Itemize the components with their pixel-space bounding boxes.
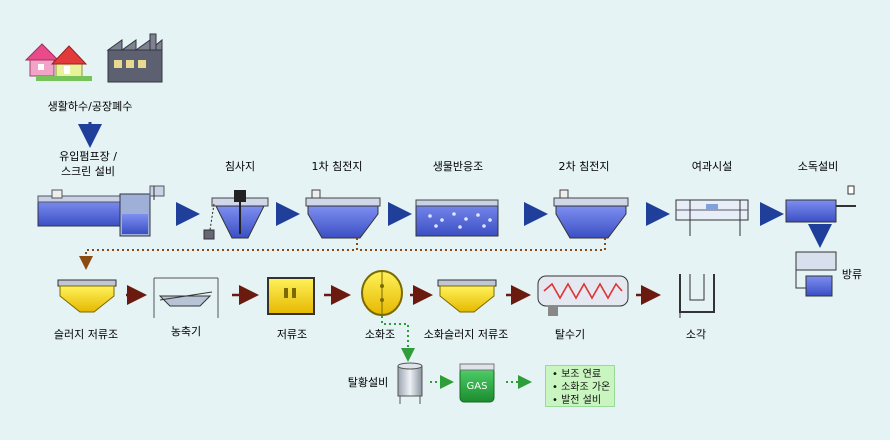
gas-line-digester-desulfur — [381, 316, 415, 362]
houses-icon — [24, 43, 92, 81]
label-storage: 저류조 — [277, 328, 307, 341]
gas-use-item: • 소화조 가온 — [552, 382, 611, 393]
desulfurization-tank-icon — [397, 362, 423, 404]
sludge-storage-icon — [57, 279, 117, 313]
filtration-icon — [675, 199, 749, 236]
factory-icon — [106, 33, 163, 83]
label-filter: 여과시설 — [692, 160, 732, 173]
label-primary: 1차 침전지 — [312, 160, 363, 173]
label-dewater: 탈수기 — [555, 328, 585, 341]
gas-use-item: • 발전 설비 — [552, 395, 602, 406]
incinerator-icon — [679, 274, 715, 318]
dewatering-icon — [537, 275, 629, 316]
gas-tank-icon — [459, 363, 495, 403]
label-secondary: 2차 침전지 — [559, 160, 610, 173]
label-digester: 소화조 — [365, 328, 395, 341]
bioreactor-icon — [415, 199, 499, 237]
disinfection-icon — [785, 185, 856, 223]
label-inflow-pump-2: 스크린 설비 — [61, 165, 115, 178]
grit-chamber-icon — [203, 190, 269, 240]
label-desulfur: 탈황설비 — [348, 376, 388, 389]
thickener-icon — [153, 277, 219, 318]
label-grit: 침사지 — [225, 160, 255, 173]
gas-use-item: • 보조 연료 — [552, 369, 602, 380]
gas-label: GAS — [467, 381, 488, 392]
label-thickener: 농축기 — [171, 325, 201, 338]
label-disinfect: 소독설비 — [798, 160, 838, 173]
label-discharge: 방류 — [842, 268, 862, 281]
discharge-icon — [795, 251, 837, 297]
label-digested-storage: 소화슬러지 저류조 — [424, 328, 508, 341]
label-bio: 생물반응조 — [433, 160, 484, 173]
gas-uses-box: • 보조 연료 • 소화조 가온 • 발전 설비 — [545, 365, 615, 407]
label-inflow-pump-1: 유입펌프장 / — [59, 150, 117, 163]
storage-tank-icon — [267, 277, 315, 315]
source-label: 생활하수/공장폐수 — [48, 99, 133, 113]
secondary-clarifier-icon — [553, 189, 629, 239]
primary-clarifier-icon — [305, 189, 381, 239]
label-incinerate: 소각 — [686, 328, 706, 341]
sludge-line-primary — [79, 238, 358, 270]
digested-sludge-storage-icon — [437, 279, 497, 313]
digester-icon — [361, 270, 403, 316]
label-sludge-storage: 슬러지 저류조 — [54, 328, 118, 341]
sludge-line-secondary — [357, 238, 606, 251]
inflow-pump-screen-icon — [37, 185, 165, 237]
